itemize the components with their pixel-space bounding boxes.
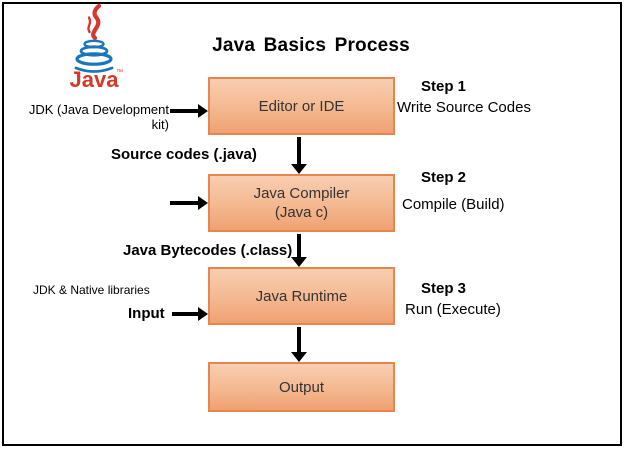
arrow-editor-to-compiler-icon — [291, 137, 307, 174]
arrow-shaft — [170, 109, 199, 113]
flow-box-runtime-label: Java Runtime — [255, 287, 348, 305]
arrow-head-down-icon — [291, 257, 307, 267]
outer-frame — [2, 2, 622, 446]
step3-description: Run (Execute) — [405, 301, 501, 318]
jdk-label: JDK (Java Development kit) — [28, 102, 169, 132]
arrow-shaft — [297, 137, 301, 165]
bytecodes-label: Java Bytecodes (.class) — [123, 242, 293, 259]
source-codes-label: Source codes (.java) — [111, 146, 257, 163]
arrow-head-right-icon — [198, 104, 208, 118]
arrow-head-right-icon — [198, 196, 208, 210]
arrow-head-down-icon — [291, 164, 307, 174]
flow-box-compiler-label-line1: Java Compiler — [253, 185, 350, 202]
arrow-into-compiler-icon — [170, 196, 208, 210]
native-libraries-label: JDK & Native libraries — [33, 283, 150, 297]
arrow-shaft — [170, 201, 199, 205]
arrow-shaft — [172, 312, 199, 316]
arrow-runtime-to-output-icon — [291, 327, 307, 362]
flow-box-editor-label: Editor or IDE — [258, 97, 345, 115]
arrow-shaft — [297, 327, 301, 353]
flow-box-compiler: Java Compiler (Java c) — [208, 174, 395, 232]
step1-description: Write Source Codes — [397, 99, 531, 116]
java-logo-icon: Java ™ — [70, 4, 123, 90]
flow-box-output-label: Output — [278, 378, 325, 396]
arrow-jdk-to-editor-icon — [170, 104, 208, 118]
step1-title: Step 1 — [421, 78, 467, 95]
flow-box-output: Output — [208, 362, 395, 412]
input-label: Input — [128, 305, 165, 322]
flow-box-compiler-label-line2: (Java c) — [274, 204, 329, 221]
arrow-head-down-icon — [291, 352, 307, 362]
java-logo-wordmark: Java — [70, 67, 120, 90]
arrow-shaft — [297, 234, 301, 258]
step3-title: Step 3 — [421, 280, 467, 297]
step2-description: Compile (Build) — [402, 196, 505, 213]
page-title: Java Basics Process — [212, 35, 410, 56]
flow-box-runtime: Java Runtime — [208, 267, 395, 325]
step2-title: Step 2 — [421, 169, 467, 186]
flow-box-editor: Editor or IDE — [208, 77, 395, 135]
java-logo-trademark: ™ — [116, 69, 123, 76]
arrow-head-right-icon — [198, 307, 208, 321]
arrow-input-to-runtime-icon — [172, 307, 208, 321]
arrow-compiler-to-runtime-icon — [291, 234, 307, 267]
